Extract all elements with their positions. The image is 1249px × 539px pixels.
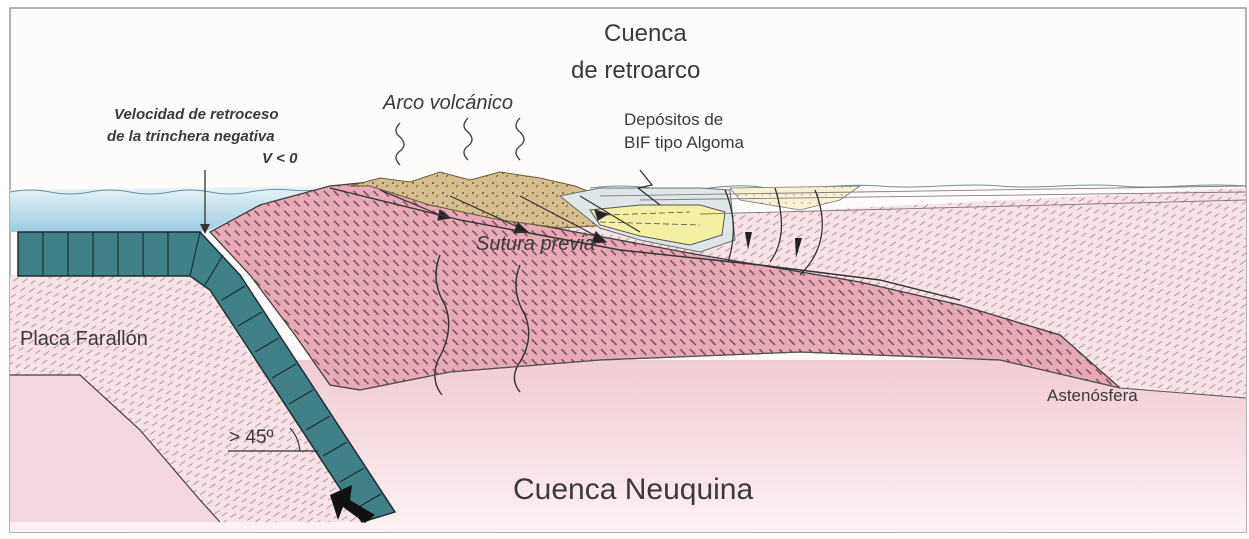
neuquina-basin-label: Cuenca Neuquina [513, 473, 753, 508]
deposits-label-line2: BIF tipo Algoma [624, 133, 744, 153]
farallon-label: Placa Farallón [20, 328, 148, 351]
backarc-title-line1: Cuenca [604, 20, 687, 48]
velocity-label-line1: Velocidad de retroceso [114, 106, 279, 123]
suture-label: Sutura previa [476, 233, 595, 256]
asthenosphere-label: Astenósfera [1047, 386, 1138, 406]
backarc-title-line2: de retroarco [571, 57, 700, 85]
velocity-label-line2: de la trinchera negativa [107, 128, 275, 145]
angle-label: > 45º [229, 427, 273, 449]
deposits-label-line1: Depósitos de [624, 110, 723, 130]
volcanic-arc-label: Arco volcánico [383, 92, 513, 115]
velocity-label-line3: V < 0 [262, 150, 297, 167]
